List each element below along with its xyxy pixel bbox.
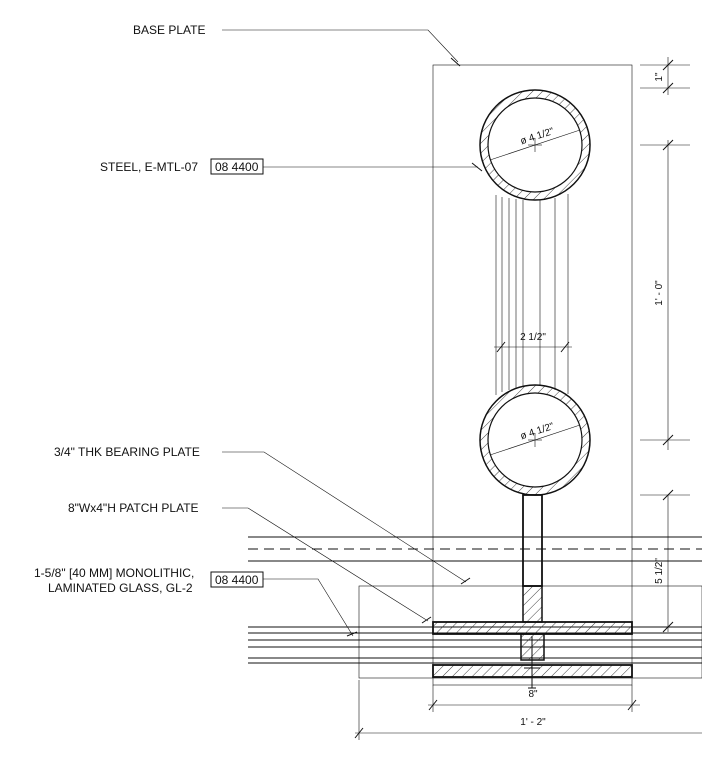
stem-assembly [432,494,633,689]
steel-tube-upper [479,89,591,201]
label-glass-line2: LAMINATED GLASS, GL-2 [48,581,193,595]
label-glass-line1: 1-5/8" [40 MM] MONOLITHIC, [34,566,194,580]
leader-bearing-plate [222,451,467,583]
leader-patch-plate [222,507,429,622]
dimension-bottom [354,680,702,740]
dim-stem-height: 5 1/2" [654,558,665,584]
label-steel: STEEL, E-MTL-07 [100,160,198,174]
glass-tag: 08 4400 [215,573,259,587]
tube-connector-lines [495,194,569,395]
dim-patch-width: 8" [528,689,538,700]
glass-tag-box [210,571,264,588]
label-bearing-plate: 3/4" THK BEARING PLATE [54,445,200,459]
dim-overall-width: 1' - 2" [520,717,546,728]
steel-tag-box [210,158,264,175]
dim-top-edge: 1" [654,72,665,82]
steel-tag: 08 4400 [215,160,259,174]
dim-gap-width: 2 1/2" [520,332,546,343]
label-base-plate: BASE PLATE [133,23,205,37]
steel-tube-lower [479,384,591,496]
dimension-right [640,57,690,633]
leader-base-plate [222,29,459,63]
leader-glass [263,578,354,637]
glass-lines [248,536,702,664]
label-patch-plate: 8"Wx4"H PATCH PLATE [68,501,199,515]
dim-spacing: 1' - 0" [654,280,665,306]
dimension-gap [494,341,572,353]
